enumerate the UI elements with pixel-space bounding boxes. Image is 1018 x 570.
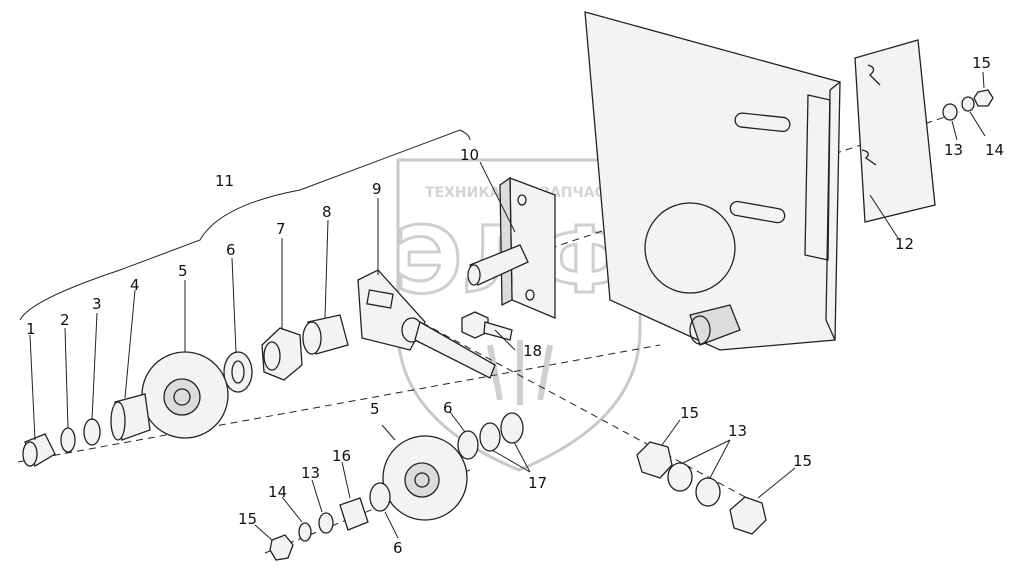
nut-part-15-right-a xyxy=(636,441,673,479)
sprocket-axis-line xyxy=(17,344,661,463)
washer-part-14-upper xyxy=(961,96,975,112)
callout-6b: 6 xyxy=(443,399,453,417)
washer-part-13-lower-left xyxy=(318,512,334,534)
callout-16: 16 xyxy=(332,447,351,465)
callout-12: 12 xyxy=(895,235,914,253)
callout-labels: 1 2 3 4 5 6 7 8 9 10 11 12 13 14 15 18 5… xyxy=(26,54,1004,557)
washer-part-6-lower xyxy=(457,430,479,460)
callout-11: 11 xyxy=(215,172,234,190)
washer-part-6-mid xyxy=(223,351,253,393)
callout-1: 1 xyxy=(26,320,36,338)
washer-part-14-lower xyxy=(298,522,312,542)
callout-4: 4 xyxy=(130,276,140,294)
washer-part-13-right-a xyxy=(667,462,693,492)
callout-14b: 14 xyxy=(268,483,287,501)
callout-9: 9 xyxy=(372,180,382,198)
nut-part-15-lower-left xyxy=(269,534,294,561)
bushing-part-16 xyxy=(339,497,369,531)
sprocket-part-5-upper xyxy=(141,351,229,439)
callout-18: 18 xyxy=(523,342,542,360)
washer-part-13-upper xyxy=(942,103,958,121)
sprocket-part-5-lower xyxy=(382,435,468,521)
callout-14a: 14 xyxy=(985,141,1004,159)
callout-15a: 15 xyxy=(972,54,991,72)
plate-part-9 xyxy=(357,269,496,379)
callout-7: 7 xyxy=(276,220,286,238)
cover-plate-part-12 xyxy=(854,39,936,223)
callout-15d: 15 xyxy=(238,510,257,528)
washer-part-17-a xyxy=(479,422,501,452)
wheat-icon xyxy=(487,340,553,405)
callout-3: 3 xyxy=(92,295,102,313)
washer-part-6-bottom xyxy=(369,482,391,512)
nut-part-15-upper xyxy=(973,89,994,107)
callout-8: 8 xyxy=(322,203,332,221)
washer-part-13-right-b xyxy=(695,477,721,507)
callout-6a: 6 xyxy=(226,241,236,259)
callout-13a: 13 xyxy=(944,141,963,159)
nut-part-15-right-b xyxy=(729,496,767,535)
watermark-shield-icon xyxy=(396,158,642,472)
callout-10: 10 xyxy=(460,146,479,164)
callout-13c: 13 xyxy=(301,464,320,482)
washer-part-17-b xyxy=(500,412,524,444)
watermark-top-text: ТЕХНИКА xyxy=(425,185,501,201)
ring-part-2 xyxy=(60,427,76,453)
bolt-part-18 xyxy=(461,311,513,341)
callout-15b: 15 xyxy=(680,404,699,422)
callout-5a: 5 xyxy=(178,262,188,280)
frame-plate xyxy=(584,11,841,351)
hex-nut-part-7 xyxy=(261,327,303,381)
callout-17: 17 xyxy=(528,474,547,492)
bracket-part-10 xyxy=(467,176,556,319)
callout-5b: 5 xyxy=(370,400,380,418)
callout-13b: 13 xyxy=(728,422,747,440)
leader-lines xyxy=(19,71,986,541)
callout-2: 2 xyxy=(60,311,70,329)
callout-15c: 15 xyxy=(793,452,812,470)
washer-part-3 xyxy=(83,418,101,446)
callout-6c: 6 xyxy=(393,539,403,557)
bushing-part-8 xyxy=(302,314,349,355)
